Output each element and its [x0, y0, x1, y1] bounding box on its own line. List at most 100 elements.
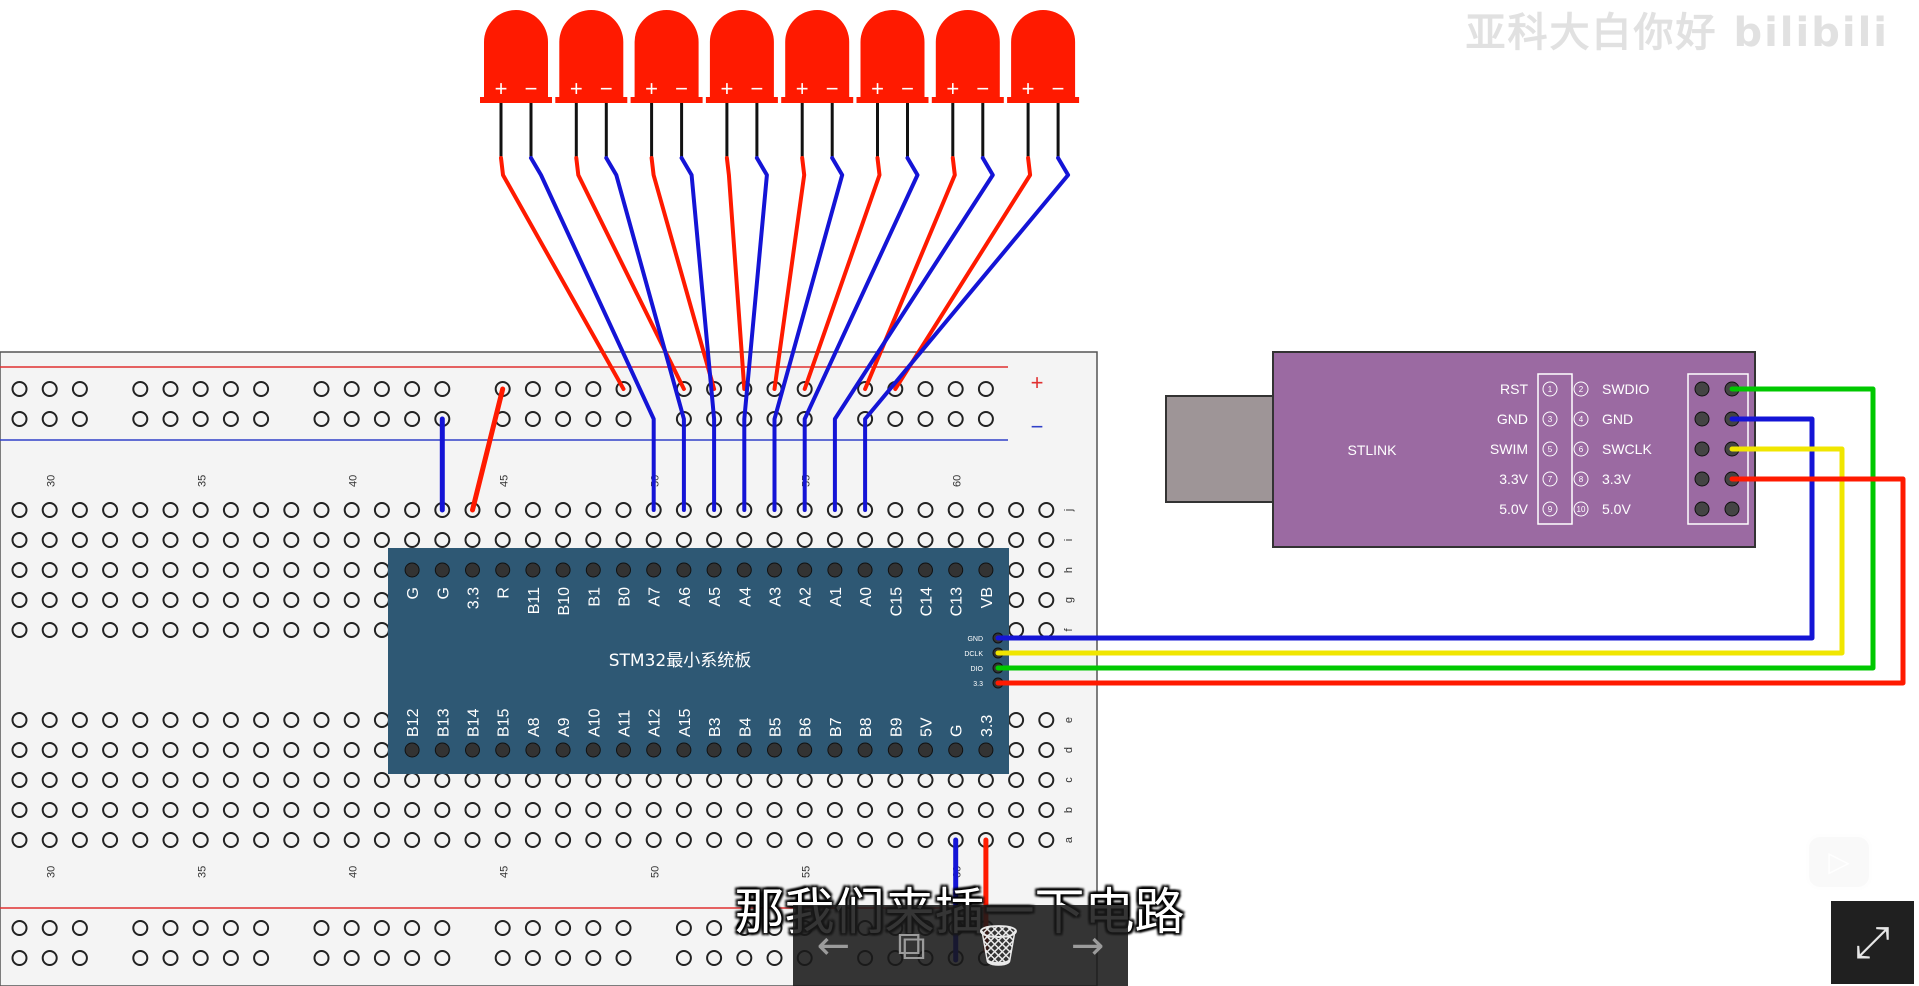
- rail-plus-label: +: [1031, 370, 1044, 395]
- board-pin-label-top: A4: [737, 587, 754, 607]
- breadboard-hole: [1038, 562, 1055, 578]
- rail-hole: [222, 381, 239, 397]
- board-pin-label-top: VB: [979, 587, 996, 608]
- board-pin-bottom: [495, 742, 511, 758]
- stlink-header-pin: [1694, 501, 1710, 517]
- breadboard-hole: [675, 532, 692, 548]
- board-pin-top: [948, 562, 964, 578]
- stlink-pin-number: 1: [1548, 385, 1553, 394]
- board-pin-top: [827, 562, 843, 578]
- breadboard-hole: [464, 532, 481, 548]
- breadboard-hole: [162, 622, 179, 638]
- led-plus-label: +: [1022, 76, 1035, 101]
- breadboard-hole: [826, 532, 843, 548]
- breadboard-hole: [857, 832, 874, 848]
- led-dome: [484, 10, 548, 97]
- rail-hole: [766, 950, 783, 966]
- copy-icon[interactable]: ⧉: [897, 922, 926, 969]
- rail-hole: [343, 920, 360, 936]
- rail-hole: [41, 920, 58, 936]
- led-minus-label: −: [675, 76, 688, 101]
- rail-hole: [615, 411, 632, 427]
- board-pin-label-top: C15: [888, 587, 905, 616]
- stlink-pin-number-circle: [1542, 441, 1558, 457]
- board-pin-label-top: A3: [768, 587, 785, 607]
- stlink-pin-number-circle: [1573, 411, 1589, 427]
- play-icon[interactable]: ▷: [1806, 834, 1872, 890]
- board-pin-label-bottom: B15: [496, 708, 513, 737]
- breadboard-hole: [524, 832, 541, 848]
- led-dome: [935, 10, 1000, 97]
- rail-hole: [373, 381, 390, 397]
- board-pin-label-top: A2: [798, 587, 815, 607]
- column-number: 45: [499, 475, 511, 487]
- stlink-left-label: SWIM: [1490, 441, 1528, 457]
- breadboard-hole: [102, 502, 119, 518]
- led-dome: [860, 10, 925, 97]
- board-pin-bottom: [525, 742, 541, 758]
- led-minus-label: −: [826, 76, 839, 101]
- board-pin-label-bottom: 3.3: [979, 715, 996, 737]
- breadboard-hole: [11, 592, 28, 608]
- breadboard-hole: [434, 532, 451, 548]
- breadboard-hole: [796, 532, 813, 548]
- breadboard-hole: [222, 532, 239, 548]
- breadboard-hole: [1008, 772, 1025, 788]
- breadboard-hole: [41, 742, 58, 758]
- rail-hole: [585, 381, 602, 397]
- rail-hole: [222, 950, 239, 966]
- swd-pin-label: GND: [967, 636, 983, 643]
- rail-hole: [11, 950, 28, 966]
- stlink-header-pin: [1694, 441, 1710, 457]
- breadboard-hole: [373, 772, 390, 788]
- breadboard-hole: [222, 742, 239, 758]
- led-anode-wire: [499, 156, 626, 391]
- breadboard-hole: [41, 772, 58, 788]
- delete-icon[interactable]: 🗑: [972, 922, 1024, 969]
- next-arrow-icon[interactable]: →: [1070, 922, 1105, 969]
- rail-hole: [71, 381, 88, 397]
- led-rim: [856, 97, 929, 103]
- rail-hole: [917, 411, 934, 427]
- swd-dio-wire: [995, 386, 1876, 671]
- breadboard-hole: [1038, 772, 1055, 788]
- fullscreen-expand-icon[interactable]: ⤢: [1831, 901, 1914, 984]
- rail-hole: [313, 950, 330, 966]
- board-pin-label-top: B0: [617, 587, 634, 607]
- board-pin-label-top: B1: [586, 587, 603, 607]
- board-pin-bottom: [585, 742, 601, 758]
- stlink-pin-number-circle: [1573, 501, 1589, 517]
- breadboard-hole: [11, 532, 28, 548]
- prev-arrow-icon[interactable]: ←: [816, 922, 851, 969]
- swd-pin-label: DCLK: [964, 651, 983, 658]
- breadboard-hole: [283, 532, 300, 548]
- rail-hole: [947, 411, 964, 427]
- breadboard-hole: [977, 502, 994, 518]
- breadboard-hole: [162, 712, 179, 728]
- led-anode-wire: [893, 156, 1033, 391]
- breadboard-hole: [736, 532, 753, 548]
- led-cathode-wire: [742, 156, 769, 512]
- rail-hole: [162, 411, 179, 427]
- breadboard-hole: [887, 532, 904, 548]
- breadboard-hole: [132, 622, 149, 638]
- board-pin-label-bottom: B13: [435, 708, 452, 737]
- led-minus-label: −: [1052, 76, 1065, 101]
- wires: [439, 156, 1906, 963]
- breadboard-hole: [343, 622, 360, 638]
- breadboard-hole: [857, 532, 874, 548]
- breadboard-hole: [343, 772, 360, 788]
- breadboard-hole: [977, 532, 994, 548]
- stm32-board-body: [388, 548, 1009, 774]
- led-minus-label: −: [600, 76, 613, 101]
- led-plus-label: +: [796, 76, 809, 101]
- rail-hole: [404, 950, 421, 966]
- breadboard-hole: [253, 712, 270, 728]
- breadboard-hole: [102, 712, 119, 728]
- board-pin-bottom: [827, 742, 843, 758]
- breadboard-hole: [192, 802, 209, 818]
- led-anode-wire: [802, 156, 882, 391]
- rail-hole: [132, 920, 149, 936]
- stlink-right-label: SWDIO: [1602, 381, 1650, 397]
- rail-hole: [887, 411, 904, 427]
